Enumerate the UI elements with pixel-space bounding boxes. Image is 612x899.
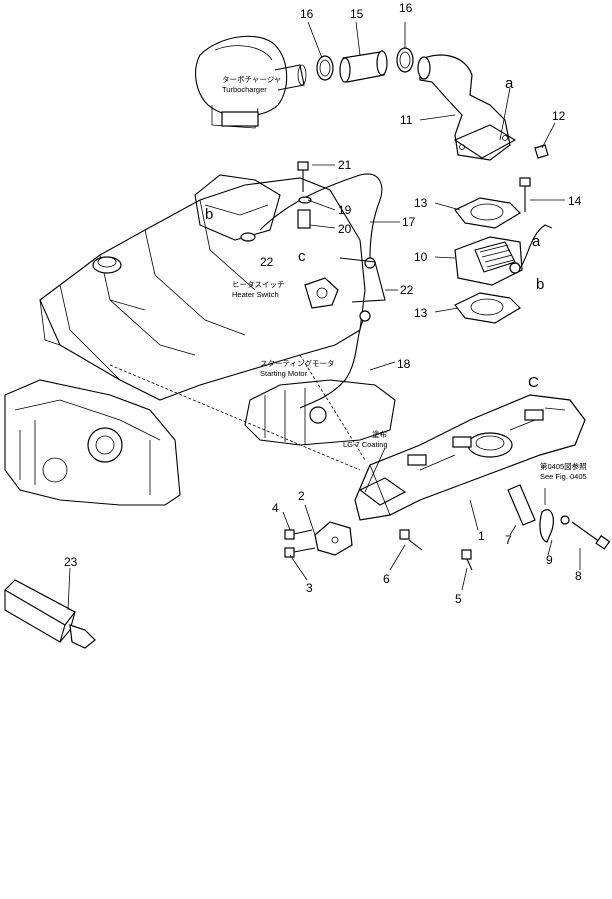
callout-2: 2 xyxy=(298,489,305,503)
callout-13-lower: 13 xyxy=(414,306,428,320)
caption-heater-switch-jp: ヒータスイッチ xyxy=(232,280,285,289)
callout-22-right: 22 xyxy=(400,283,414,297)
callout-5: 5 xyxy=(455,592,462,606)
caption-starting-motor-en: Starting Motor xyxy=(260,369,308,378)
gasket-9 xyxy=(539,509,570,543)
caption-see-fig-en: See Fig. 0405 xyxy=(540,472,587,481)
callout-21: 21 xyxy=(338,158,352,172)
bolt-21 xyxy=(297,161,309,192)
callout-10: 10 xyxy=(414,250,428,264)
caption-heater-switch-en: Heater Switch xyxy=(232,290,279,299)
wire-22-bracket xyxy=(339,257,386,303)
letter-labels: a b a c b C xyxy=(205,75,544,391)
callout-13-upper: 13 xyxy=(414,196,428,210)
callout-3: 3 xyxy=(306,581,313,595)
callout-17: 17 xyxy=(402,215,416,229)
starting-motor-wire-18 xyxy=(299,310,371,409)
callout-11: 11 xyxy=(400,113,413,127)
letter-a-top: a xyxy=(505,75,514,92)
callout-9: 9 xyxy=(546,553,553,567)
letter-c-right: C xyxy=(528,374,539,391)
callout-6: 6 xyxy=(383,572,390,586)
bracket-2 xyxy=(314,521,353,556)
gasket-upper xyxy=(454,197,521,229)
letter-a-mid: a xyxy=(532,233,541,250)
caption-turbocharger-en: Turbocharger xyxy=(222,85,267,94)
gasket-lower xyxy=(454,292,521,324)
pipe-7 xyxy=(507,484,536,526)
callout-18: 18 xyxy=(397,357,411,371)
hose-clamp-left xyxy=(316,55,334,81)
heater-wire-17 xyxy=(259,173,383,269)
callout-22-left: 22 xyxy=(260,255,274,269)
bolt-3 xyxy=(284,547,316,558)
intake-manifold xyxy=(354,394,586,521)
bolt-14 xyxy=(519,177,531,212)
heater-switch xyxy=(304,277,339,309)
caption-see-fig-jp: 第0405図参照 xyxy=(540,461,587,471)
bolt-6 xyxy=(399,529,423,551)
callout-16-right: 16 xyxy=(399,1,413,15)
tool-23 xyxy=(4,579,96,649)
bolt-8 xyxy=(571,521,611,550)
engine-block xyxy=(4,174,396,506)
spacer-20 xyxy=(297,209,311,229)
letter-b-right: b xyxy=(536,276,544,293)
callout-20: 20 xyxy=(338,222,352,236)
letter-b-left: b xyxy=(205,206,213,223)
intake-air-heater xyxy=(454,224,553,286)
callout-16-left: 16 xyxy=(300,7,314,21)
callout-4: 4 xyxy=(272,501,279,515)
callout-labels: 16 15 16 11 12 21 19 20 17 13 14 10 22 2… xyxy=(64,1,582,606)
letter-c-left: c xyxy=(298,248,306,265)
callout-15: 15 xyxy=(350,7,364,21)
washer-19 xyxy=(298,196,312,204)
turbocharger xyxy=(195,35,307,129)
callout-1: 1 xyxy=(478,529,485,543)
caption-coating-jp: 塗布 xyxy=(372,429,387,439)
caption-turbocharger-jp: ターボチャージャ xyxy=(222,75,281,84)
callout-12: 12 xyxy=(552,109,566,123)
air-connector-elbow xyxy=(417,54,517,161)
terminal-left xyxy=(240,232,256,242)
callout-14: 14 xyxy=(568,194,582,208)
callout-8: 8 xyxy=(575,569,582,583)
bolt-12 xyxy=(534,144,549,159)
leader-lines xyxy=(67,21,581,611)
caption-starting-motor-jp: スターティングモータ xyxy=(260,358,335,368)
bolt-4 xyxy=(284,529,313,540)
bolt-5 xyxy=(461,549,473,571)
rubber-hose xyxy=(339,50,388,83)
callout-19: 19 xyxy=(338,203,352,217)
captions: ターボチャージャ Turbocharger ヒータスイッチ Heater Swi… xyxy=(222,75,587,481)
callout-23: 23 xyxy=(64,555,78,569)
caption-coating-en: LG-7 Coating xyxy=(343,440,388,449)
callout-7: 7 xyxy=(505,533,512,547)
hose-clamp-right xyxy=(396,47,414,73)
